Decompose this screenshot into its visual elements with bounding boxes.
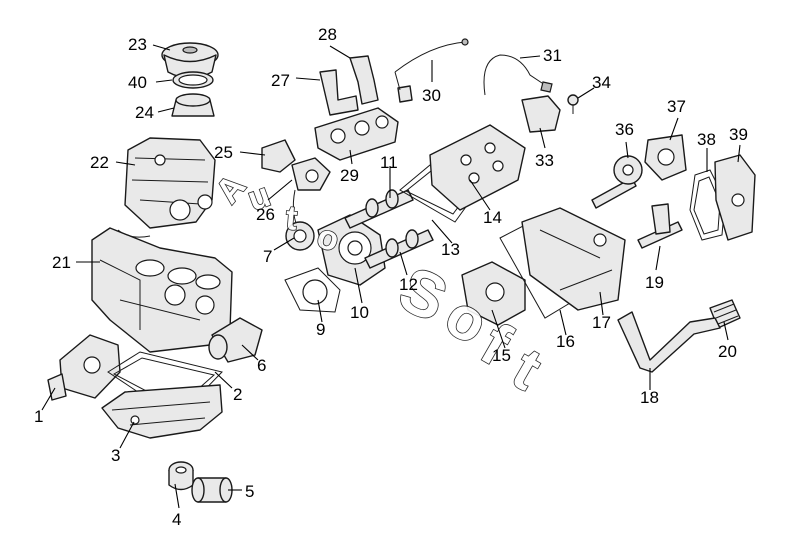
callout-16: 16 [556,332,575,351]
callout-18: 18 [640,388,659,407]
callout-21: 21 [52,253,71,272]
callout-12: 12 [399,275,418,294]
callout-7: 7 [263,247,272,266]
part-6-starter [208,317,263,363]
leader-lines [41,44,741,509]
part-29-intake-manifold [314,107,399,161]
part-24-flange [171,93,215,117]
part-17-housing [521,207,626,311]
callout-15: 15 [492,346,511,365]
callout-4: 4 [172,510,181,529]
callout-17: 17 [592,313,611,332]
callout-24: 24 [135,103,154,122]
callout-11: 11 [380,153,398,172]
part-18-shift-lever [617,311,721,373]
part-28-hose [349,55,379,105]
part-38-gasket [689,169,726,241]
part-12-camshaft [364,229,434,269]
callout-26: 26 [256,205,275,224]
part-22-cylinder-head [117,137,216,238]
part-5-oil-filter [191,477,233,503]
part-14-valve-cover [429,124,526,211]
callout-20: 20 [718,342,737,361]
callout-36: 36 [615,120,634,139]
watermark-letter: t [284,199,299,238]
callout-22: 22 [90,153,109,172]
callout-34: 34 [592,73,611,92]
part-27-hose [319,69,359,116]
callout-10: 10 [350,303,369,322]
part-25-thermostat [261,139,296,173]
part-40-ring [172,71,214,89]
part-19-shift-shaft [637,203,683,249]
callout-13: 13 [441,240,460,259]
watermark-letter: t [502,335,553,403]
callout-3: 3 [111,446,120,465]
part-15-cover [461,261,526,326]
callout-30: 30 [422,86,441,105]
part-21-engine-block [91,227,233,353]
callout-40: 40 [128,73,147,92]
part-30-sensor [394,38,469,103]
part-1-pump-housing [47,334,121,401]
part-10-timing-cover [317,214,386,286]
callout-33: 33 [535,151,554,170]
callout-9: 9 [316,320,325,339]
part-39-side-cover [714,154,756,241]
callout-14: 14 [483,208,502,227]
callout-29: 29 [340,166,359,185]
part-37-bearing-housing [644,134,687,181]
callout-37: 37 [667,97,686,116]
part-4-filter-adapter [168,461,194,491]
callout-1: 1 [34,407,43,426]
part-34-bolt [567,94,579,114]
part-23-cap [161,42,219,79]
callout-28: 28 [318,25,337,44]
callout-39: 39 [729,125,748,144]
callout-38: 38 [697,130,716,149]
part-11-camshaft [344,189,414,229]
callout-19: 19 [645,273,664,292]
callout-27: 27 [271,71,290,90]
part-26-thermo-housing [291,157,331,233]
part-7-sprocket [285,221,315,251]
callout-6: 6 [257,356,266,375]
callout-2: 2 [233,385,242,404]
part-33-bracket [521,95,561,133]
callout-31: 31 [543,46,562,65]
part-9-gasket [284,267,341,313]
callout-23: 23 [128,35,147,54]
part-31-sensor-wire [483,54,553,96]
part-36-gear-shaft [591,155,643,209]
callout-labels: 1 2 3 4 5 6 7 9 10 11 12 13 14 15 16 17 … [34,25,748,529]
part-3-oil-pan [101,384,223,439]
callout-5: 5 [245,482,254,501]
callout-25: 25 [214,143,233,162]
